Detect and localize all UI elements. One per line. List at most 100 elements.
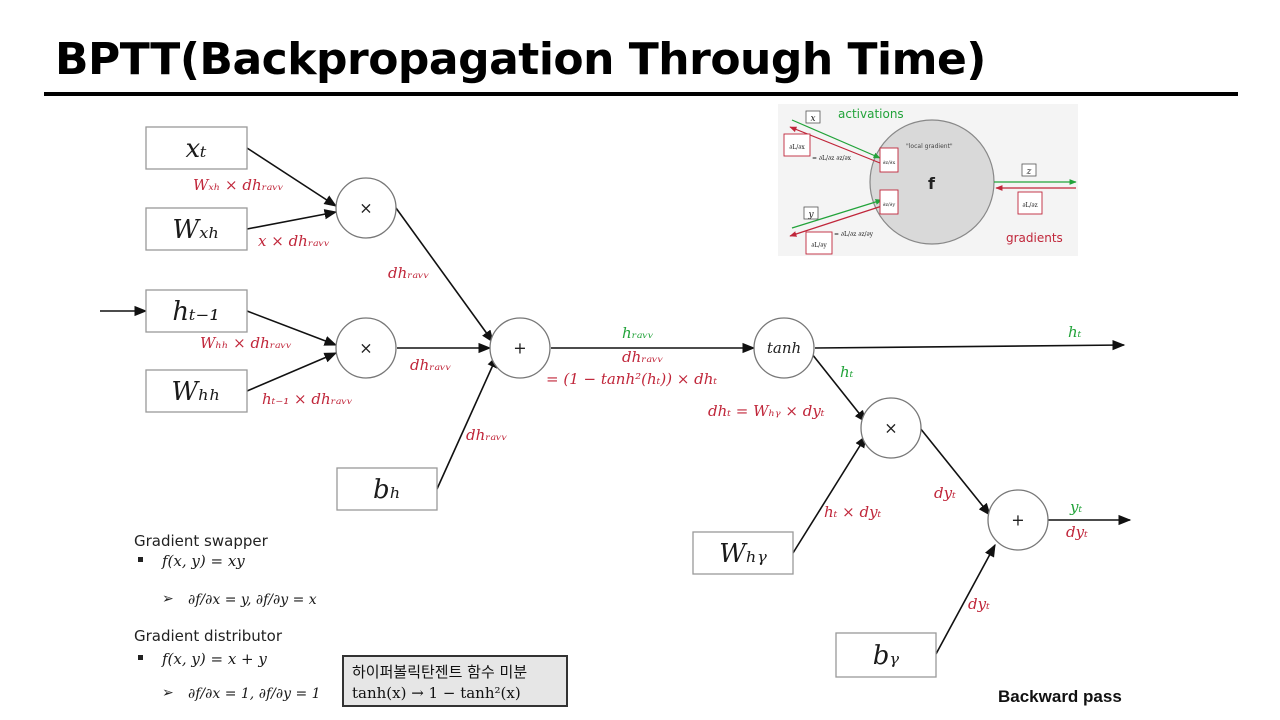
inset-z-label: z: [1026, 167, 1032, 177]
note-swapper-func: f(x, y) = xy: [161, 552, 245, 570]
symbol-add1: +: [513, 339, 526, 358]
grad-mul1-out: dhᵣₐᵥᵥ: [388, 264, 429, 282]
box-b-y: [835, 632, 937, 678]
edge-why-mul3: [792, 434, 867, 554]
label-w-hh: Wₕₕ: [171, 377, 220, 407]
edge-bh-add1: [436, 354, 498, 490]
title-underline: [44, 92, 1238, 96]
inset-y-box: [803, 206, 819, 220]
inset-local-gradient-label: "local gradient": [906, 143, 953, 150]
grad-add1-out: dhᵣₐᵥᵥ: [622, 348, 663, 366]
act-tanh-right: hₜ: [1068, 323, 1082, 341]
activation-labels: hᵣₐᵥᵥ hₜ hₜ yₜ: [622, 323, 1082, 516]
note-swapper-title: Gradient swapper: [134, 532, 269, 550]
grad-whh: hₜ₋₁ × dhᵣₐᵥᵥ: [262, 390, 353, 408]
node-mul2: [335, 317, 397, 379]
inset-function-label: f: [928, 174, 936, 193]
grad-hprev: Wₕₕ × dhᵣₐᵥᵥ: [200, 334, 292, 352]
label-h-prev: hₜ₋₁: [172, 297, 219, 327]
grad-why: hₜ × dyₜ: [824, 503, 882, 521]
variable-labels: xₜ Wₓₕ hₜ₋₁ Wₕₕ bₕ Wₕᵧ bᵧ: [171, 134, 899, 671]
local-gradient-inset: activations gradients "local gradient" f…: [778, 104, 1078, 256]
arrow-bullet-2: ➢: [162, 685, 174, 701]
inset-arrow-y-in: [791, 199, 883, 229]
grad-xt: Wₓₕ × dhᵣₐᵥᵥ: [193, 176, 284, 194]
label-b-y: bᵧ: [873, 641, 900, 671]
inset-x-box: [805, 110, 821, 124]
inset-gradients-label: gradients: [1006, 231, 1063, 245]
edge-by-add2: [935, 543, 996, 655]
inset-activations-label: activations: [838, 107, 904, 121]
inset-arrow-x-in: [791, 119, 881, 159]
act-add1-out: hᵣₐᵥᵥ: [622, 324, 654, 342]
inset-dL-dx-box: [783, 133, 811, 157]
grad-mul2-out: dhᵣₐᵥᵥ: [410, 356, 451, 374]
inset-dL-dx: ∂L/∂x: [789, 144, 805, 151]
inset-chain-y: = ∂L/∂z ∂z/∂y: [834, 231, 874, 238]
note-distributor-deriv: ∂f/∂x = 1, ∂f/∂y = 1: [188, 686, 321, 702]
edge-tanh-mul3: [811, 353, 867, 424]
node-mul1: [335, 177, 397, 239]
note-swapper-deriv: ∂f/∂x = y, ∂f/∂y = x: [188, 592, 317, 608]
box-h-prev: [145, 289, 248, 333]
act-tanh-down: hₜ: [840, 363, 854, 381]
inset-y-label: y: [807, 210, 814, 220]
tanh-box-title: 하이퍼볼릭탄젠트 함수 미분: [352, 663, 527, 681]
symbol-tanh: tanh: [767, 339, 801, 357]
label-x-t: xₜ: [185, 134, 207, 164]
operator-symbols: × × + tanh × +: [359, 199, 1024, 530]
tanh-derivative-box: 하이퍼볼릭탄젠트 함수 미분 tanh(x) → 1 − tanh²(x): [342, 655, 568, 707]
inset-arrow-y-grad: [789, 205, 883, 237]
inset-dL-dy: ∂L/∂y: [811, 242, 827, 249]
edge-whh-mul2: [246, 352, 338, 392]
edge-xt-mul1: [246, 147, 338, 207]
bullet-square-2: [138, 655, 143, 660]
symbol-mul2: ×: [359, 339, 372, 358]
inset-dL-dz-box: [1017, 191, 1043, 215]
operator-nodes: [335, 177, 1049, 551]
inset-chain-x: = ∂L/∂z ∂z/∂x: [812, 155, 852, 162]
page-title: BPTT(Backpropagation Through Time): [55, 34, 986, 85]
box-x-t: [145, 126, 248, 170]
grad-bh: dhᵣₐᵥᵥ: [466, 426, 507, 444]
inset-dz-dx-box: [879, 147, 899, 173]
node-mul3: [860, 397, 922, 459]
gradient-notes: Gradient swapper f(x, y) = xy ➢ ∂f/∂x = …: [134, 532, 321, 702]
note-distributor-func: f(x, y) = x + y: [161, 650, 267, 668]
grad-out: dyₜ: [1066, 523, 1088, 541]
inset-dz-dy: ∂z/∂y: [883, 202, 895, 208]
bullet-square-1: [138, 557, 143, 562]
grad-by: dyₜ: [968, 595, 990, 613]
inset-dL-dz: ∂L/∂z: [1022, 202, 1037, 209]
edge-wxh-mul1: [246, 209, 338, 230]
inset-arrow-x-grad: [789, 126, 881, 164]
symbol-mul1: ×: [359, 199, 372, 218]
grad-mul3-out: dyₜ: [934, 484, 956, 502]
variable-boxes: [145, 126, 937, 678]
note-distributor-title: Gradient distributor: [134, 627, 283, 645]
box-w-hh: [145, 369, 248, 413]
edge-hprev-mul2: [246, 310, 338, 346]
label-b-h: bₕ: [373, 475, 401, 505]
inset-x-label: x: [810, 114, 815, 124]
edge-mul3-add2: [919, 427, 991, 516]
backward-pass-label: Backward pass: [998, 687, 1122, 706]
edge-tanh-out: [814, 339, 1126, 351]
label-w-xh: Wₓₕ: [172, 215, 219, 245]
gradient-labels: Wₓₕ × dhᵣₐᵥᵥ x × dhᵣₐᵥᵥ dhᵣₐᵥᵥ Wₕₕ × dhᵣ…: [193, 176, 1088, 613]
symbol-mul3: ×: [884, 419, 897, 438]
box-w-xh: [145, 207, 248, 251]
arrow-bullet-1: ➢: [162, 591, 174, 607]
tanh-box-formula: tanh(x) → 1 − tanh²(x): [352, 684, 521, 702]
node-add2: [987, 489, 1049, 551]
node-tanh: [753, 317, 815, 379]
grad-tanh-eq: = (1 − tanh²(hₜ)) × dhₜ: [546, 370, 717, 388]
inset-dL-dy-box: [805, 231, 833, 255]
box-w-hy: [692, 531, 794, 575]
grad-wxh: x × dhᵣₐᵥᵥ: [258, 232, 330, 250]
symbol-add2: +: [1011, 511, 1024, 530]
label-w-hy: Wₕᵧ: [719, 539, 767, 569]
act-out: yₜ: [1069, 498, 1082, 516]
tanh-box-frame: [342, 655, 568, 707]
